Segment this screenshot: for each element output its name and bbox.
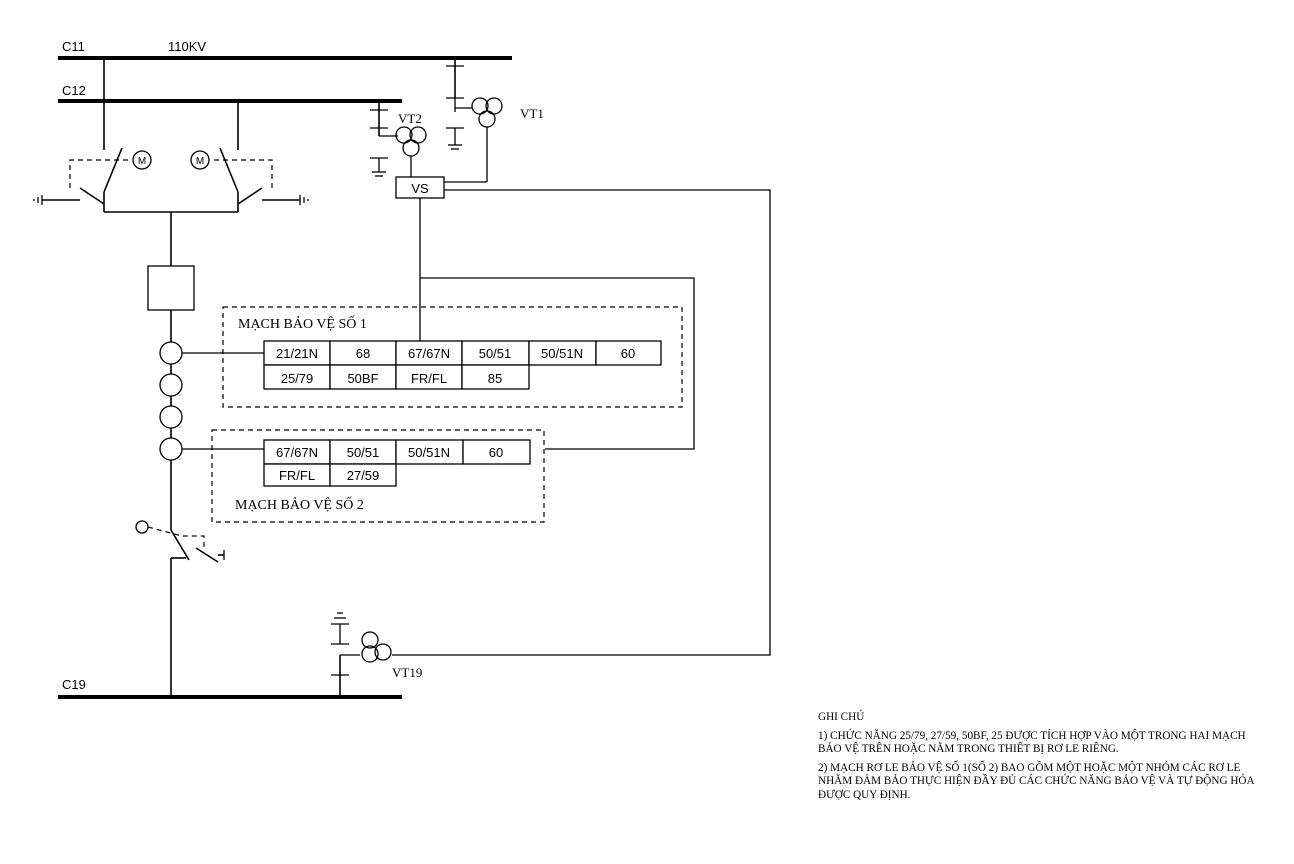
circuit1-row2: 25/79 50BF FR/FL 85 [263,364,530,390]
relay-code: 50/51N [408,445,450,460]
busbar-c12: C12 [58,83,402,103]
busbar-c11: C11 110KV [58,39,512,60]
relay-code: 60 [621,346,635,361]
notes-title: GHI CHÚ [818,711,865,723]
relay-code: 21/21N [276,346,318,361]
motor-symbol: M [138,156,146,167]
relay-code: FR/FL [411,371,447,386]
ct-4 [159,437,183,461]
voltage-selector: VS [392,176,771,656]
motor-symbol: M [196,156,204,167]
ct-1 [159,341,183,365]
relay-code: 25/79 [281,371,314,386]
note-1: 1) CHỨC NĂNG 25/79, 27/59, 50BF, 25 ĐƯỢC… [818,729,1246,756]
ct-3 [159,405,183,429]
circuit-breaker [147,265,195,311]
relay-code: 50/51 [347,445,380,460]
circuit2-row2: FR/FL 27/59 [263,463,397,487]
relay-code: 60 [489,445,503,460]
relay-code: 67/67N [408,346,450,361]
line-disconnector [135,520,225,697]
relay-code: 68 [356,346,370,361]
circuit2-row1: 67/67N 50/51 50/51N 60 [263,439,531,465]
busbar-c19: C19 [58,677,402,699]
vt2-label: VT2 [398,111,422,126]
circuit1-row1: 21/21N 68 67/67N 50/51 50/51N 60 [263,340,662,366]
motor-right: M [190,150,210,170]
relay-code: 50/51 [479,346,512,361]
vt2-assembly: VT2 [370,101,427,177]
disconnector-right [210,101,309,212]
bus-label-c12: C12 [62,83,86,98]
ct-2 [159,373,183,397]
protection-circuit-1: MẠCH BẢO VỆ SỐ 1 21/21N 68 67/67N 50/51 … [222,306,683,408]
relay-code: 85 [488,371,502,386]
protection-circuit-2: 67/67N 50/51 50/51N 60 FR/FL 27/59 MẠCH … [211,429,545,523]
circuit1-title: MẠCH BẢO VỆ SỐ 1 [238,314,367,332]
disconnector-left [33,58,238,213]
bus-label-c19: C19 [62,677,86,692]
vs-label: VS [411,181,429,196]
voltage-label: 110KV [168,39,206,54]
vt19-label: VT19 [392,665,422,680]
current-transformers [159,341,264,461]
motor-left: M [132,150,152,170]
vt19-assembly: VT19 [331,612,422,697]
relay-code: 50BF [347,371,378,386]
vt1-assembly: VT1 [444,58,544,183]
vt1-label: VT1 [520,106,544,121]
relay-code: 50/51N [541,346,583,361]
motor-small-icon [135,520,149,534]
circuit2-title: MẠCH BẢO VỆ SỐ 2 [235,495,364,513]
relay-code: 67/67N [276,445,318,460]
notes-block: GHI CHÚ 1) CHỨC NĂNG 25/79, 27/59, 50BF,… [818,711,1258,808]
bus-label-c11: C11 [62,39,85,54]
relay-code: 27/59 [347,468,380,483]
relay-code: FR/FL [279,468,315,483]
note-2: 2) MẠCH RƠ LE BẢO VỆ SỐ 1(SỐ 2) BAO GỒM … [818,761,1254,801]
feeder-line [147,212,195,522]
